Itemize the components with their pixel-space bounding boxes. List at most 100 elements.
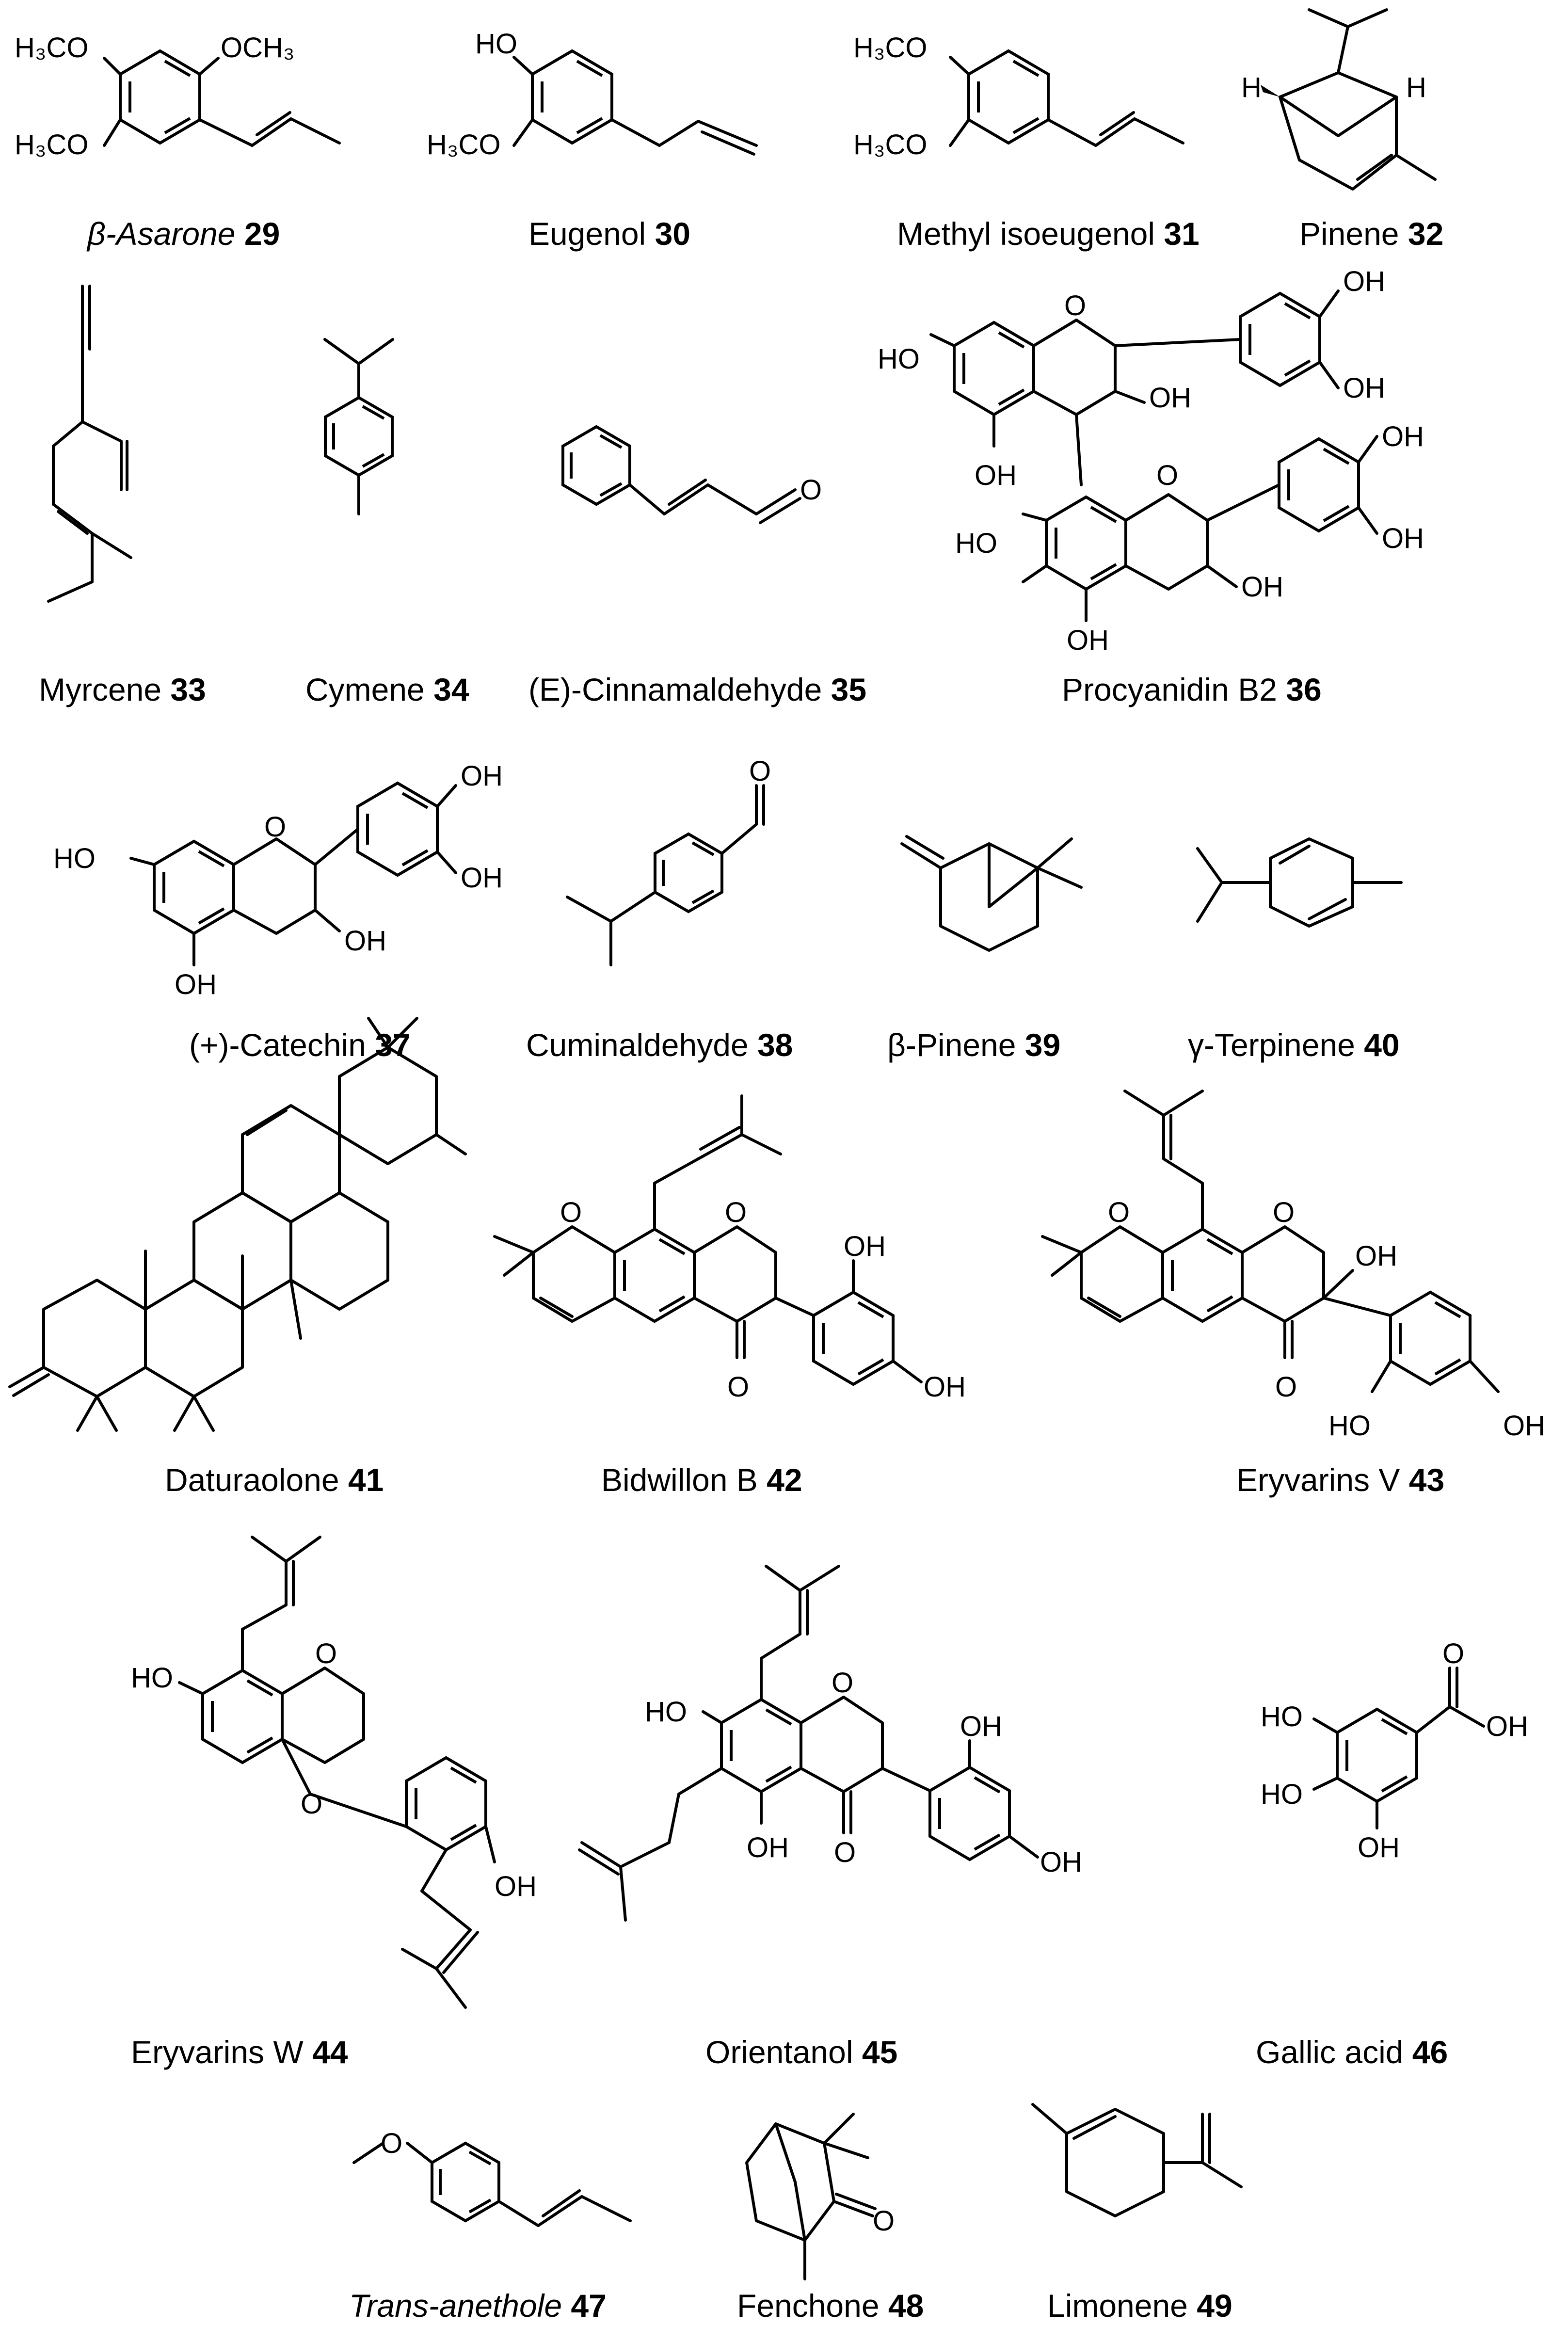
- atom-label-hydrogen: H: [1406, 72, 1426, 103]
- atom-label-hydroxyl: OH: [1040, 1846, 1082, 1878]
- atom-label-hydroxyl: HO: [878, 343, 920, 375]
- atom-label-hydroxyl: OH: [1382, 421, 1424, 452]
- compound-number: 45: [862, 2034, 897, 2070]
- caption-methyl-isoeugenol: Methyl isoeugenol 31: [897, 216, 1200, 252]
- compound-number: 49: [1197, 2288, 1232, 2324]
- atom-label-methoxy: H₃CO: [853, 32, 928, 64]
- atom-label-hydroxyl: HO: [1261, 1701, 1303, 1732]
- compound-number: 38: [757, 1027, 793, 1063]
- compound-name: Eryvarins V: [1236, 1462, 1400, 1498]
- compound-number: 42: [767, 1462, 802, 1498]
- atom-label-oxygen: O: [727, 1371, 749, 1403]
- compound-name: Fenchone: [737, 2288, 880, 2324]
- compound-name: Cymene: [305, 672, 425, 707]
- compound-number: 43: [1409, 1462, 1444, 1498]
- compound-number: 48: [888, 2288, 924, 2324]
- atom-label-oxygen: O: [1156, 460, 1178, 491]
- atom-label-oxygen: O: [1273, 1197, 1295, 1228]
- atom-label-hydroxyl: OH: [495, 1871, 537, 1902]
- structure-orientanol: HO O OH O OH OH: [578, 1565, 1082, 1922]
- atom-label-methoxy: H₃CO: [853, 129, 928, 160]
- atom-label-hydroxyl: HO: [645, 1696, 687, 1728]
- structure-cymene: [323, 338, 394, 515]
- compound-number: 41: [348, 1462, 384, 1498]
- atom-label-hydroxyl: OH: [175, 969, 217, 1000]
- atom-label-hydroxyl: OH: [960, 1711, 1002, 1742]
- compound-name: Cuminaldehyde: [526, 1027, 749, 1063]
- compound-name: (+)-Catechin: [189, 1027, 366, 1063]
- atom-label-hydroxyl: OH: [1355, 1240, 1397, 1272]
- compound-name: Limonene: [1047, 2288, 1188, 2324]
- caption-cuminaldehyde: Cuminaldehyde 38: [526, 1027, 793, 1063]
- atom-label-hydroxyl: OH: [844, 1231, 886, 1262]
- atom-label-oxygen: O: [873, 2205, 895, 2237]
- atom-label-oxygen: O: [315, 1638, 337, 1669]
- structure-fenchone: O: [745, 2113, 895, 2280]
- compound-number: 30: [655, 216, 690, 252]
- atom-label-hydroxyl: HO: [53, 843, 96, 874]
- atom-label-hydroxyl: OH: [975, 460, 1017, 491]
- compound-name: Bidwillon B: [601, 1462, 758, 1498]
- caption-eryvarins-v: Eryvarins V 43: [1236, 1462, 1444, 1498]
- atom-label-hydroxyl: OH: [1343, 266, 1385, 297]
- atom-label-hydroxyl: OH: [461, 862, 503, 894]
- atom-label-hydroxyl: HO: [1261, 1779, 1303, 1810]
- caption-pinene: Pinene 32: [1299, 216, 1443, 252]
- structure-gallic-acid: O OH HO HO OH: [1261, 1638, 1528, 1863]
- caption-bidwillon-b: Bidwillon B 42: [601, 1462, 802, 1498]
- compound-number: 39: [1025, 1027, 1060, 1063]
- compound-name: Trans-anethole: [349, 2288, 562, 2324]
- compound-name: β-Pinene: [887, 1027, 1016, 1063]
- atom-label-methoxy: H₃CO: [427, 129, 501, 160]
- atom-label-hydroxyl: OH: [1382, 523, 1424, 554]
- compound-number: 44: [312, 2034, 348, 2070]
- compound-name: (E)-Cinnamaldehyde: [528, 672, 822, 707]
- structure-eugenol: HO H₃CO: [427, 28, 758, 160]
- atom-label-methoxy: H₃CO: [15, 129, 89, 160]
- compound-number: 40: [1364, 1027, 1399, 1063]
- caption-beta-asarone: β-Asarone 29: [86, 216, 280, 252]
- structure-catechin: HO O OH OH OH OH: [53, 760, 503, 1000]
- atom-label-hydroxyl: OH: [924, 1371, 966, 1403]
- atom-label-methoxy: H₃CO: [15, 32, 89, 64]
- atom-label-oxygen: O: [560, 1197, 582, 1228]
- caption-catechin: (+)-Catechin 37: [189, 1027, 411, 1063]
- atom-label-hydroxyl: OH: [1503, 1410, 1545, 1442]
- caption-cymene: Cymene 34: [305, 672, 469, 707]
- caption-eugenol: Eugenol 30: [528, 216, 690, 252]
- caption-procyanidin-b2: Procyanidin B2 36: [1062, 672, 1322, 707]
- atom-label-oxygen: O: [832, 1667, 853, 1699]
- compound-name: Orientanol: [705, 2034, 853, 2070]
- caption-list: β-Asarone 29 Eugenol 30 Methyl isoeugeno…: [39, 216, 1448, 2324]
- atom-label-hydroxyl: OH: [747, 1832, 789, 1863]
- structure-eryvarins-w: HO O O OH: [131, 1536, 537, 2009]
- compound-number: 31: [1164, 216, 1199, 252]
- atom-label-hydroxyl: OH: [461, 760, 503, 792]
- structure-trans-anethole: O: [352, 2128, 632, 2227]
- atom-label-hydroxyl: OH: [1343, 372, 1385, 404]
- atom-label-hydroxyl: OH: [1149, 382, 1191, 414]
- atom-label-hydroxyl: OH: [344, 925, 386, 957]
- atom-label-hydroxyl: HO: [1328, 1410, 1371, 1442]
- atom-label-hydrogen: H: [1241, 72, 1262, 103]
- compound-number: 37: [375, 1027, 410, 1063]
- caption-cinnamaldehyde: (E)-Cinnamaldehyde 35: [528, 672, 866, 707]
- caption-daturaolone: Daturaolone 41: [165, 1462, 384, 1498]
- atom-label-oxygen: O: [1442, 1638, 1464, 1669]
- compound-number: 36: [1286, 672, 1321, 707]
- atom-label-oxygen: O: [1275, 1371, 1297, 1403]
- structure-procyanidin-b2: HO O OH OH OH OH O OH OH HO OH OH: [878, 266, 1424, 656]
- compound-number: 35: [831, 672, 866, 707]
- compound-name: Pinene: [1299, 216, 1399, 252]
- caption-gallic-acid: Gallic acid 46: [1256, 2034, 1448, 2070]
- atom-label-hydroxyl: OH: [1067, 625, 1109, 656]
- compound-name: γ-Terpinene: [1188, 1027, 1355, 1063]
- compound-name: β-Asarone: [86, 216, 236, 252]
- structure-beta-pinene: [900, 835, 1083, 952]
- compound-name: Gallic acid: [1256, 2034, 1403, 2070]
- structure-limonene: [1031, 2103, 1243, 2217]
- atom-label-hydroxyl: HO: [475, 28, 517, 60]
- structure-eryvarins-v: O O O OH HO OH: [1041, 1090, 1545, 1442]
- atom-label-hydroxyl: OH: [1241, 571, 1283, 603]
- structure-daturaolone: [8, 1017, 467, 1432]
